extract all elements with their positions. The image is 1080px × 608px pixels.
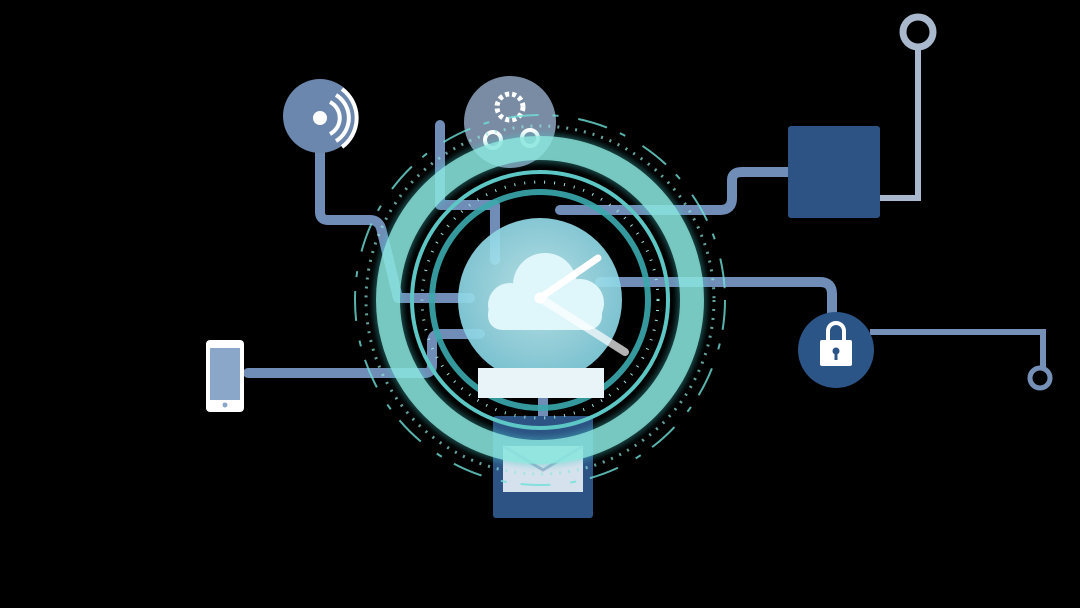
square-node-icon [788,126,880,218]
lock-connector [870,329,1046,368]
clock-icon [534,254,629,356]
lock-icon [798,312,874,388]
circuit-lines [243,120,837,425]
phone-icon [206,340,244,412]
top-right-connector [880,48,921,201]
hud-rings [354,114,726,486]
ring-terminal-icon [1027,365,1053,391]
ring-terminal-icon [899,13,937,51]
mail-icon [493,416,593,518]
laptop-icon [478,368,604,398]
wifi-icon [283,79,359,153]
